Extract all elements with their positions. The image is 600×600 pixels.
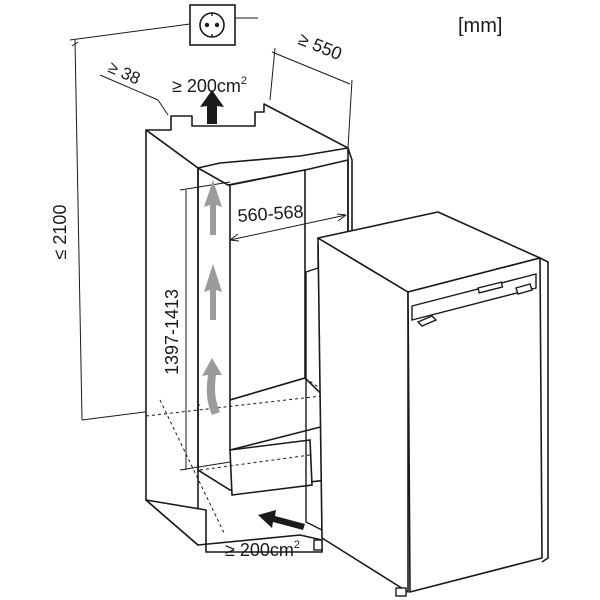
niche-width-label: 560-568 [237,201,304,226]
depth-min-label: ≥ 550 [296,29,345,64]
fridge-appliance [305,211,549,593]
top-ventilation-label: ≥ 200cm2 [172,75,247,96]
clearance-dimension [99,74,169,116]
units-label: [mm] [458,15,502,37]
height-max-label: ≤ 2100 [50,205,70,260]
ventilation-arrow-icon [258,510,305,530]
ventilation-arrow-icon [200,90,224,124]
depth-dimension [269,47,353,149]
clearance-min-label: ≥ 38 [105,58,143,89]
fridge-feet [313,539,407,597]
bottom-ventilation-label: ≥ 200cm2 [225,539,300,560]
niche-width-dimension [229,213,347,242]
airflow-arrow-icon [202,180,222,415]
appliance-height-dimension [179,181,231,471]
power-socket-icon [189,4,236,46]
appliance-height-label: 1397-1413 [162,289,182,375]
fridge-control-panel [411,273,537,327]
